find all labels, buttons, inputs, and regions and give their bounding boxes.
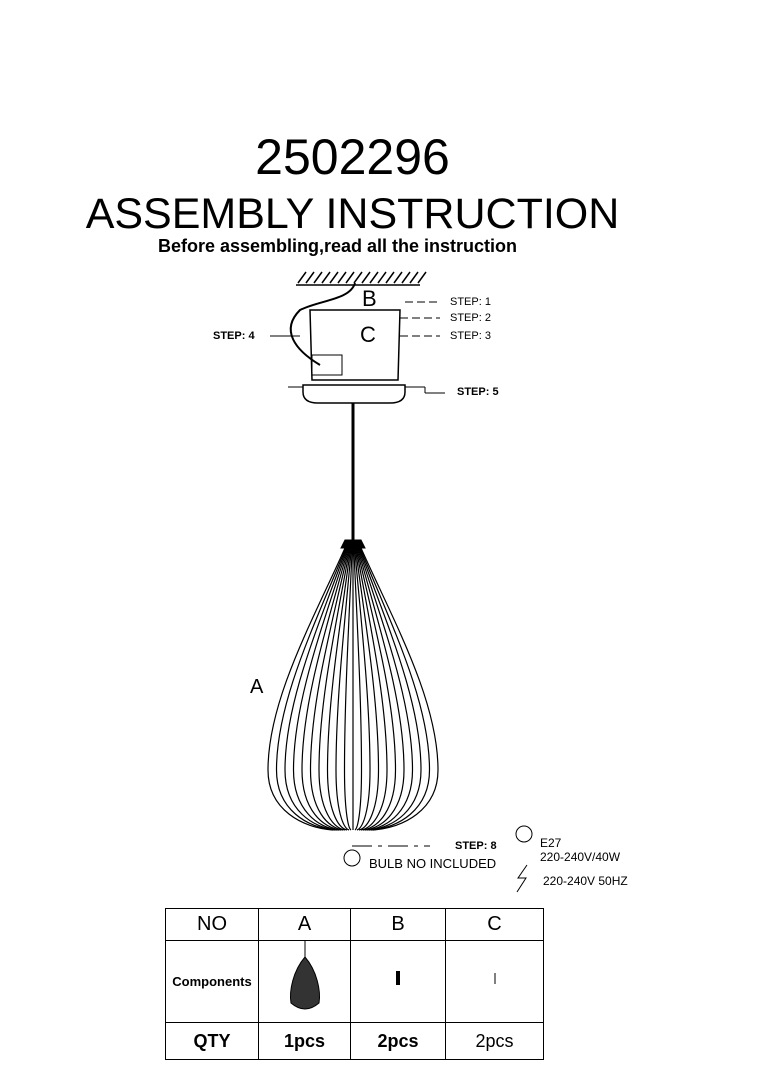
shade-rib (357, 547, 405, 831)
step-2: STEP: 2 (450, 312, 491, 324)
label-a: A (250, 676, 264, 698)
components-label: Components (165, 940, 259, 1023)
shade-rib (318, 547, 351, 831)
bulb-e27-icon (515, 825, 533, 843)
component-a-image (258, 940, 351, 1023)
shade-rib (301, 547, 349, 831)
step-3: STEP: 3 (450, 330, 491, 342)
step-5: STEP: 5 (457, 386, 499, 398)
lightning-icon (516, 864, 528, 893)
bulb-note: BULB NO INCLUDED (369, 856, 497, 871)
shade-rib (355, 547, 388, 831)
qty-a: 1pcs (258, 1022, 351, 1060)
bracket-c (309, 309, 401, 381)
shade-rib (356, 547, 397, 831)
shade-rib (354, 547, 380, 831)
shade-ribs (267, 547, 439, 831)
power-cable (289, 282, 356, 366)
shade-rib (353, 547, 363, 831)
components-table: NO A B C Components QTY 1pcs 2pcs 2pcs (165, 908, 544, 1060)
ceiling-hatch (296, 271, 427, 286)
table-header-row: NO A B C (165, 908, 544, 941)
shade-rib (335, 547, 352, 831)
qty-label: QTY (165, 1022, 259, 1060)
socket-type: E27 (540, 836, 562, 850)
bulb-icon (343, 849, 361, 867)
canopy (302, 384, 406, 404)
shade-rib (358, 547, 414, 831)
page-title: ASSEMBLY INSTRUCTION (85, 190, 620, 238)
shade-rib (343, 547, 353, 831)
subtitle: Before assembling,read all the instructi… (157, 236, 518, 256)
header-b: B (350, 908, 446, 941)
header-c: C (445, 908, 544, 941)
shade-rib (275, 547, 347, 831)
step-1: STEP: 1 (450, 296, 491, 308)
shade-rib (292, 547, 348, 831)
component-b-image (350, 940, 446, 1023)
power-spec: 220-240V 50HZ (543, 874, 628, 888)
label-c: C (360, 322, 376, 347)
shade-rib (359, 547, 431, 831)
component-c-image (445, 940, 544, 1023)
shade-rib (309, 547, 350, 831)
header-no: NO (165, 908, 259, 941)
shade-rib (284, 547, 348, 831)
shade-rib (358, 547, 422, 831)
shade-rib (354, 547, 371, 831)
qty-c: 2pcs (445, 1022, 544, 1060)
shade-rib (267, 547, 346, 831)
product-code: 2502296 (255, 129, 450, 185)
qty-row: QTY 1pcs 2pcs 2pcs (165, 1022, 544, 1060)
shade-rib (326, 547, 352, 831)
step-8: STEP: 8 (455, 840, 497, 852)
label-b: B (362, 286, 377, 311)
lamp-holder (340, 539, 366, 549)
step-4: STEP: 4 (213, 330, 255, 342)
components-row: Components (165, 940, 544, 1023)
bulb-spec: 220-240V/40W (540, 850, 621, 864)
qty-b: 2pcs (350, 1022, 446, 1060)
terminal-block (311, 354, 343, 376)
shade-rib (360, 547, 439, 831)
header-a: A (258, 908, 351, 941)
